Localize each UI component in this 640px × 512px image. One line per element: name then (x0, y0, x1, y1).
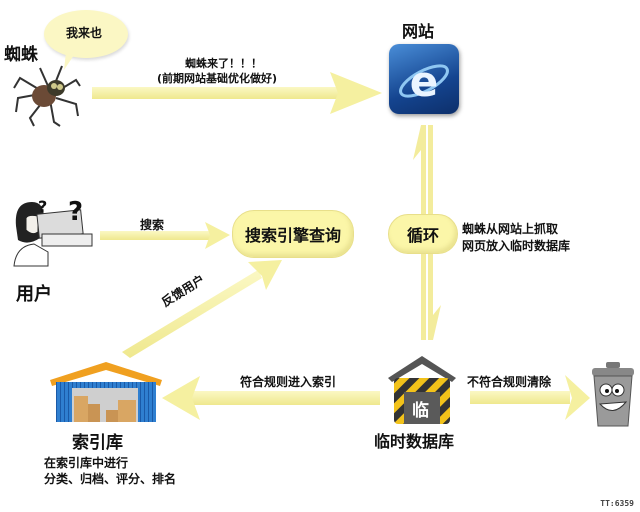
index-db-desc-line1: 在索引库中进行 (44, 456, 129, 470)
arrow-user-to-engine (100, 222, 230, 249)
ie-browser-icon: e (389, 44, 459, 114)
website-label: 网站 (402, 22, 435, 41)
watermark: TT:6359 (600, 499, 634, 508)
search-engine-node: 搜索引擎查询 (232, 210, 354, 258)
loop-note-line1: 蜘蛛从网站上抓取 (462, 222, 559, 236)
index-db-label: 索引库 (72, 433, 123, 453)
index-db-desc-line2: 分类、归档、评分、排名 (44, 472, 177, 486)
edge-label-line1: 蜘蛛来了！！！ (185, 57, 262, 70)
loop-note-line2: 网页放入临时数据库 (462, 239, 571, 253)
speech-tail (64, 52, 76, 70)
edge-label-to-index: 符合规则进入索引 (240, 375, 337, 389)
user-label: 用户 (16, 284, 52, 305)
svg-text:?: ? (68, 197, 83, 227)
temp-db-badge: 临 (412, 401, 429, 421)
svg-text:e: e (410, 57, 439, 106)
arrow-spider-to-website (92, 72, 382, 114)
spider-label: 蜘蛛 (4, 45, 38, 65)
speech-text: 我来也 (66, 26, 103, 40)
warehouse-icon (50, 362, 162, 422)
user-icon: ? ? (13, 197, 93, 267)
speech-bubble: 我来也 (44, 10, 128, 58)
spider-icon (13, 65, 81, 127)
loop-node: 循环 (388, 214, 458, 254)
edge-label-search: 搜索 (140, 218, 165, 232)
arrow-temp-to-trash (470, 375, 590, 420)
temp-db-label: 临时数据库 (374, 432, 455, 451)
edge-label-line2: (前期网站基础优化做好) (157, 72, 278, 85)
arrow-index-to-engine (122, 260, 282, 358)
svg-text:?: ? (38, 197, 47, 216)
trash-can-icon (592, 362, 634, 427)
edge-label-to-trash: 不符合规则清除 (467, 375, 552, 389)
temp-db-icon (388, 356, 456, 424)
arrow-temp-to-index (162, 376, 380, 420)
